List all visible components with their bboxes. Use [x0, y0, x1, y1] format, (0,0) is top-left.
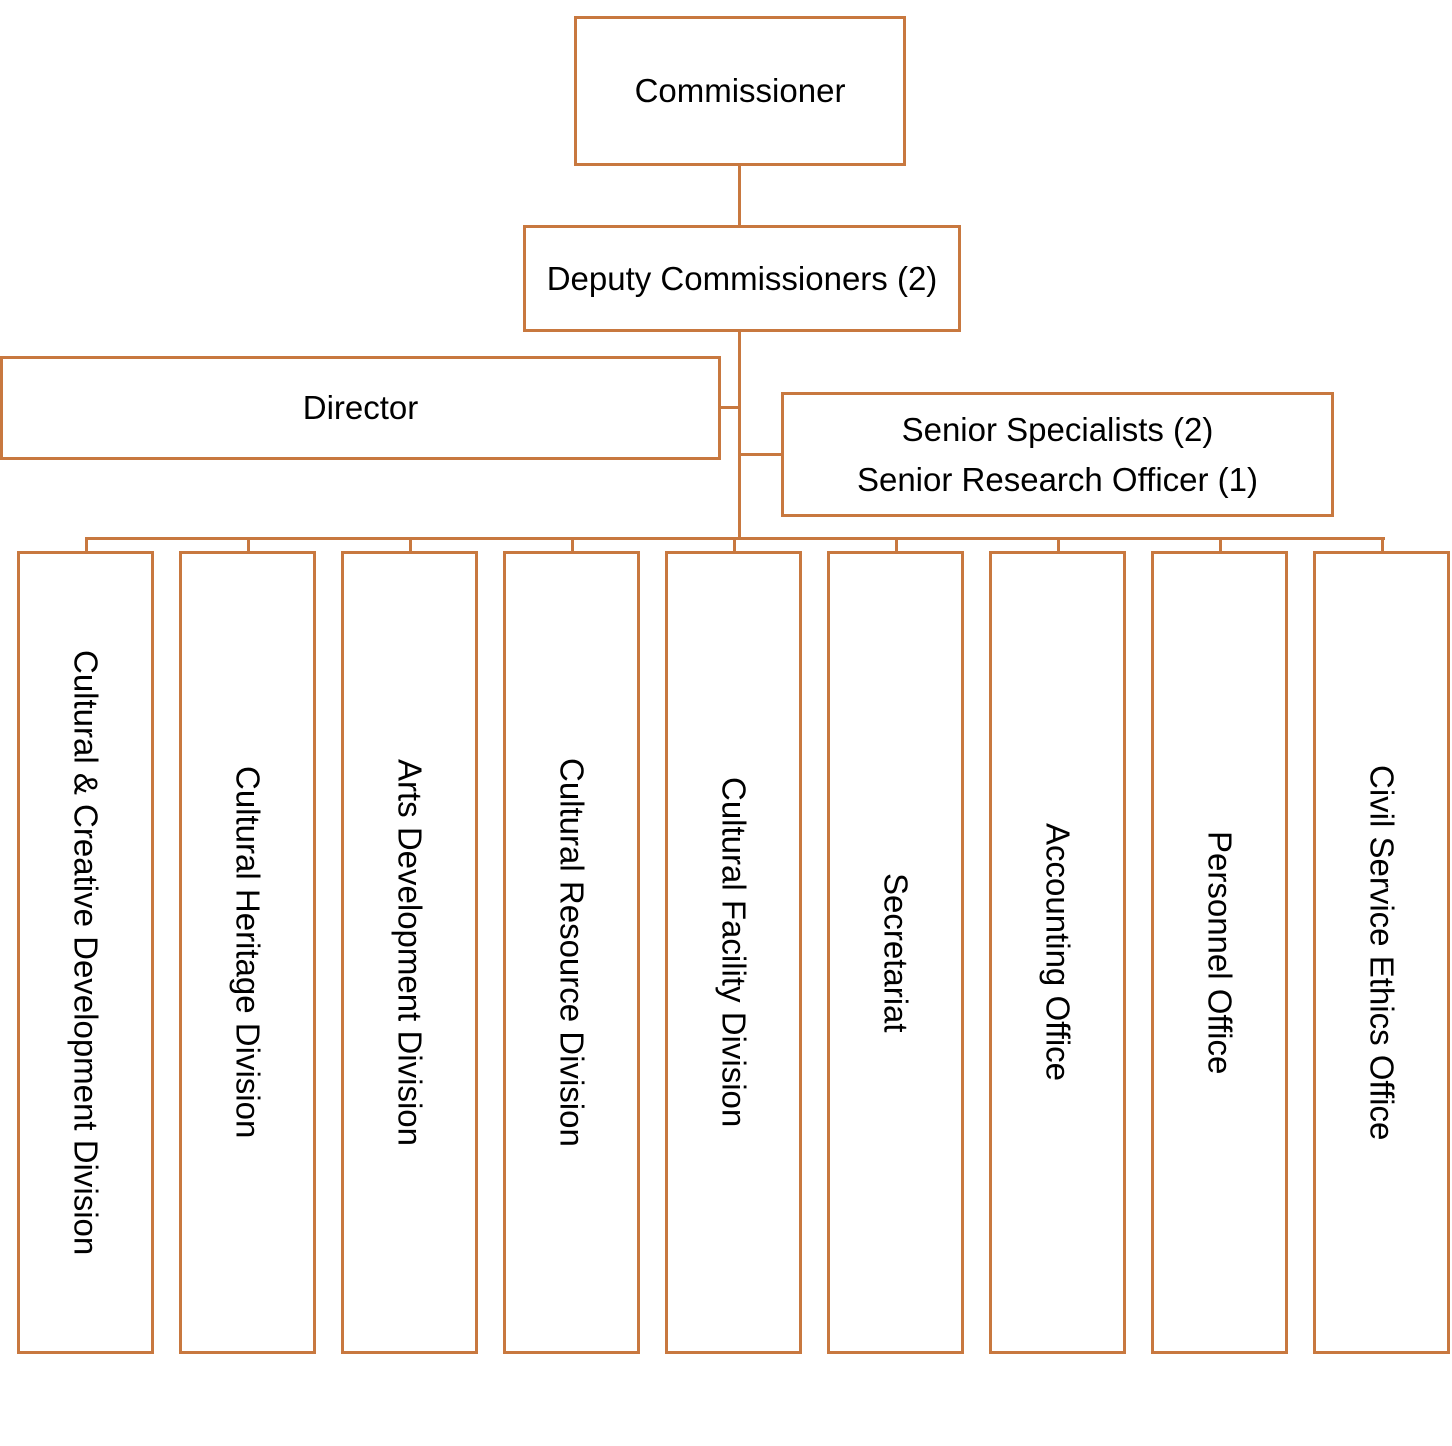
unit-box-secretariat: Secretariat	[827, 551, 964, 1354]
connector-unit-drop	[409, 537, 412, 553]
unit-box-cultural-heritage: Cultural Heritage Division	[179, 551, 316, 1354]
director-label: Director	[302, 389, 419, 426]
connector-director	[718, 406, 740, 409]
unit-box-arts-development: Arts Development Division	[341, 551, 478, 1354]
director-box: Director	[0, 356, 721, 460]
unit-label: Cultural & Creative Development Division	[67, 649, 105, 1256]
connector-main-trunk	[738, 330, 741, 540]
unit-label: Secretariat	[877, 872, 915, 1033]
unit-box-cultural-facility: Cultural Facility Division	[665, 551, 802, 1354]
deputy-commissioners-box: Deputy Commissioners (2)	[523, 225, 961, 332]
unit-label: Cultural Resource Division	[553, 758, 591, 1147]
connector-unit-drop	[85, 537, 88, 553]
connector-unit-drop	[1381, 537, 1384, 553]
unit-label: Arts Development Division	[391, 759, 429, 1146]
unit-box-accounting-office: Accounting Office	[989, 551, 1126, 1354]
connector-unit-drop	[571, 537, 574, 553]
senior-staff-box: Senior Specialists (2) Senior Research O…	[781, 392, 1334, 517]
unit-box-personnel-office: Personnel Office	[1151, 551, 1288, 1354]
unit-label: Cultural Heritage Division	[229, 766, 267, 1139]
deputy-commissioners-label: Deputy Commissioners (2)	[546, 259, 938, 297]
unit-box-civil-service-ethics-office: Civil Service Ethics Office	[1313, 551, 1450, 1354]
unit-label: Accounting Office	[1039, 823, 1077, 1082]
unit-label: Cultural Facility Division	[715, 777, 753, 1128]
senior-specialists-label: Senior Specialists (2)	[901, 410, 1214, 448]
connector-unit-drop	[247, 537, 250, 553]
unit-label: Personnel Office	[1201, 830, 1239, 1075]
unit-box-cultural-resource: Cultural Resource Division	[503, 551, 640, 1354]
connector-unit-drop	[1057, 537, 1060, 553]
unit-label: Civil Service Ethics Office	[1363, 764, 1401, 1141]
commissioner-box: Commissioner	[574, 16, 906, 166]
senior-research-officer-label: Senior Research Officer (1)	[856, 460, 1259, 498]
commissioner-label: Commissioner	[634, 72, 846, 109]
connector-unit-drop	[1219, 537, 1222, 553]
connector-unit-drop	[895, 537, 898, 553]
connector-senior-staff	[739, 453, 784, 456]
connector-commissioner-deputy	[738, 164, 741, 227]
connector-unit-drop	[733, 537, 736, 553]
unit-box-cultural-creative-development: Cultural & Creative Development Division	[17, 551, 154, 1354]
